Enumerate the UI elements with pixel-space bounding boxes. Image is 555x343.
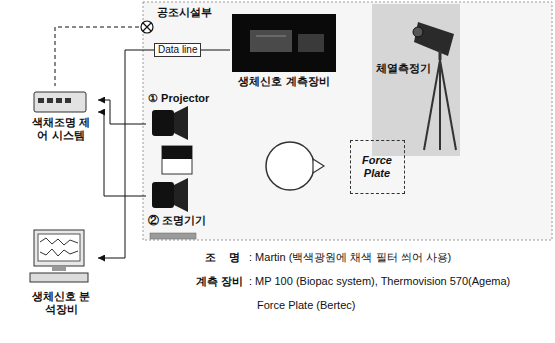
thermal-camera: 체열측정기 [372,4,460,156]
projector-lens [174,106,188,140]
lighting-fixture: ② 조명기기 [146,180,222,230]
camera-lens [413,27,423,37]
camera-body [414,22,454,56]
camera-photo [372,4,460,156]
hvac-cross [143,23,151,31]
connector [98,50,230,258]
tripod-leg [439,60,441,150]
device-button [65,98,71,103]
node-label: ① Projector [148,92,209,105]
node-label: ② 조명기기 [148,214,206,227]
hvac-symbol [141,21,153,33]
connector [98,100,146,124]
subject-nose [313,159,324,173]
edge-label: Data line [154,43,201,57]
lamp-lens [174,178,188,212]
lamp-icon [152,182,174,208]
keyboard [30,273,88,282]
device-button [47,98,53,103]
connector [55,27,139,86]
node-label: 체열측정기 [376,62,431,75]
spec-text: Force Plate (Bertec) [257,298,355,312]
meter-device [250,30,292,52]
spec-text: : MP 100 (Biopac system), Thermovision 5… [249,274,510,288]
screen-panel [162,146,192,174]
spec-text: : Martin (백색광원에 채색 필터 씌어 사용) [249,250,451,264]
tripod-leg [440,60,456,150]
room-outline [143,2,552,240]
node-label: 생체신호 분석장비 [30,290,92,316]
projector: ① Projector [146,92,222,140]
node-label: 색채조명 제어 시스템 [30,116,92,142]
control-device-icon [34,92,86,112]
monitor-stand [52,266,66,271]
projector-icon [152,110,174,136]
force-plate: Force Plate [350,140,405,194]
camera-mount [439,50,442,60]
signal-wave [40,238,78,245]
subject-head [266,142,314,190]
meter-photo [232,14,336,72]
connector [98,112,146,196]
hvac-unit: 공조시설부 [139,4,227,38]
device-button [38,98,44,103]
spec-heading: 조 명 [205,250,240,264]
node-label: 공조시설부 [157,6,212,19]
biosignal-meter: 생체신호 계측장비 [230,14,340,92]
screen-panel-dark [162,146,192,159]
signal-wave [40,249,78,256]
computer-monitor [34,230,84,266]
node-label: Force Plate [351,154,403,180]
meter-detail [256,36,286,37]
floor-bar [150,233,196,239]
node-label: 생체신호 계측장비 [230,75,338,88]
spec-heading: 계측 장비 [196,274,243,288]
device-button [56,98,62,103]
computer-screen [38,234,80,261]
control-device: 색채조명 제어 시스템 [24,86,98,150]
meter-device [298,34,324,52]
analysis-computer: 생체신호 분석장비 [24,226,98,322]
